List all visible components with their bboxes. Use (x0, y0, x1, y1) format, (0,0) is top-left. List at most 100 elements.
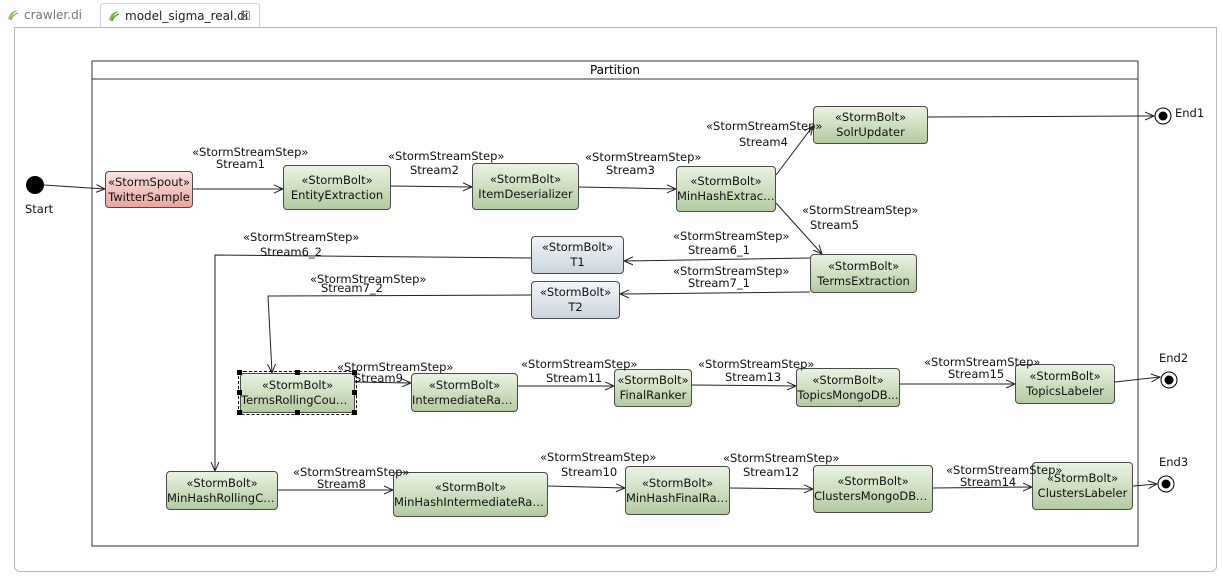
edge-label-stream2: Stream2 (410, 163, 459, 177)
node-stereotype: «StormBolt» (489, 171, 562, 186)
node-name: MinHashRollingCo... (167, 490, 278, 505)
node-topics-labeler[interactable]: «StormBolt» TopicsLabeler (1015, 364, 1115, 404)
edge-label-stereotype: «StormStreamStep» (946, 463, 1063, 477)
edge-label-stereotype: «StormStreamStep» (521, 357, 638, 371)
node-name: EntityExtraction (290, 187, 384, 202)
edge-label-stereotype: «StormStreamStep» (802, 203, 919, 217)
node-stereotype: «StormBolt» (539, 285, 612, 299)
end1-node (1154, 107, 1172, 125)
edge-label-stream15: Stream15 (948, 367, 1005, 381)
resize-handle[interactable] (352, 370, 357, 375)
edge-label-stereotype: «StormStreamStep» (192, 145, 309, 159)
resize-handle[interactable] (352, 390, 357, 395)
node-stereotype: «StormBolt» (834, 110, 907, 124)
edge-stream7_2 (268, 294, 532, 373)
node-stereotype: «StormBolt» (617, 373, 689, 387)
papyrus-logo-icon (8, 10, 19, 21)
node-minhash-extraction[interactable]: «StormBolt» MinHashExtraction (676, 166, 776, 212)
node-name: TopicsMongoDB... (797, 387, 899, 402)
node-entity-extraction[interactable]: «StormBolt» EntityExtraction (283, 165, 391, 210)
edge-stream12 (729, 488, 813, 489)
edge-label-stereotype: «StormStreamStep» (698, 357, 815, 371)
node-minhash-final[interactable]: «StormBolt» MinHashFinalRan... (625, 466, 730, 515)
node-stereotype: «StormBolt» (812, 372, 884, 387)
edge-topics-end2 (1114, 377, 1160, 383)
node-minhash-intermediate[interactable]: «StormBolt» MinHashIntermediateRanker (393, 472, 548, 517)
node-name: ClustersLabeler (1037, 486, 1128, 500)
node-stereotype: «StormBolt» (434, 479, 507, 494)
edge-label-stereotype: «StormStreamStep» (585, 150, 702, 164)
edge-label-stream1: Stream1 (216, 157, 265, 171)
node-stereotype: «StormBolt» (428, 377, 501, 392)
node-name: T2 (568, 300, 583, 314)
node-stereotype: «StormSpout» (107, 174, 191, 189)
edge-stream13 (691, 385, 796, 386)
resize-handle[interactable] (352, 410, 357, 415)
node-topics-mongo[interactable]: «StormBolt» TopicsMongoDB... (796, 368, 900, 407)
edge-label-stereotype: «StormStreamStep» (706, 119, 823, 133)
node-clusters-labeler[interactable]: «StormBolt» ClustersLabeler (1032, 462, 1133, 510)
edge-stream9 (354, 382, 411, 383)
node-name: IntermediateRanker (412, 392, 518, 407)
resize-handle[interactable] (295, 410, 300, 415)
edge-stream3 (578, 187, 676, 189)
node-twitter-sample[interactable]: «StormSpout» TwitterSample (105, 171, 193, 208)
node-terms-extraction[interactable]: «StormBolt» TermsExtraction (810, 254, 917, 293)
edge-label-stream11: Stream11 (546, 371, 603, 385)
node-name: MinHashFinalRan... (626, 490, 730, 505)
start-label: Start (25, 202, 54, 216)
editor-tab-bar: crawler.di model_sigma_real.di ☒ (0, 0, 1222, 28)
node-name: FinalRanker (619, 388, 687, 402)
node-clusters-mongo[interactable]: «StormBolt» ClustersMongoDBW... (813, 465, 933, 513)
node-name: MinHashExtraction (677, 189, 776, 203)
node-stereotype: «StormBolt» (1046, 471, 1119, 485)
tab-model-sigma-real[interactable]: model_sigma_real.di ☒ (100, 3, 260, 27)
node-stereotype: «StormBolt» (541, 240, 614, 254)
node-name: T1 (570, 255, 585, 269)
edge-label-stereotype: «StormStreamStep» (388, 149, 505, 163)
node-name: TwitterSample (108, 189, 190, 204)
node-name: TermsRollingCounter (241, 393, 355, 407)
edge-label-stream7_1: Stream7_1 (688, 276, 750, 290)
node-item-deserializer[interactable]: «StormBolt» ItemDeserializer (472, 163, 579, 210)
edge-label-stream9: Stream9 (354, 371, 403, 385)
edge-solr-end1 (927, 116, 1154, 117)
resize-handle[interactable] (295, 370, 300, 375)
edge-label-stream6_1: Stream6_1 (688, 243, 750, 257)
node-stereotype: «StormBolt» (837, 474, 909, 488)
node-stereotype: «StormBolt» (186, 475, 258, 490)
edge-label-stereotype: «StormStreamStep» (673, 229, 790, 243)
end2-label: End2 (1159, 351, 1189, 365)
node-t1[interactable]: «StormBolt» T1 (531, 236, 624, 274)
edge-label-stream3: Stream3 (606, 163, 655, 177)
edge-label-stream14: Stream14 (960, 475, 1017, 489)
node-stereotype: «StormBolt» (261, 378, 334, 392)
edge-stream10 (547, 486, 625, 488)
tab-crawler[interactable]: crawler.di (0, 3, 98, 27)
close-icon[interactable]: ☒ (240, 9, 251, 23)
edge-label-stream8: Stream8 (317, 477, 366, 491)
node-stereotype: «StormBolt» (827, 258, 900, 273)
node-name: ItemDeserializer (478, 186, 573, 201)
edge-stream2 (390, 186, 472, 187)
edge-label-stream12: Stream12 (743, 465, 800, 479)
edge-stream4 (775, 126, 813, 176)
edge-label-stream6_2: Stream6_2 (260, 245, 322, 259)
edge-label-stream10: Stream10 (561, 465, 618, 479)
node-intermediate-ranker[interactable]: «StormBolt» IntermediateRanker (411, 373, 518, 412)
node-terms-rolling-counter[interactable]: «StormBolt» TermsRollingCounter (238, 371, 357, 415)
node-minhash-rolling[interactable]: «StormBolt» MinHashRollingCo... (166, 471, 278, 510)
partition-frame (91, 60, 1139, 547)
resize-handle[interactable] (237, 370, 242, 375)
edge-label-stereotype: «StormStreamStep» (337, 360, 454, 374)
edge-label-stream13: Stream13 (725, 370, 782, 384)
node-solr-updater[interactable]: «StormBolt» SolrUpdater (813, 106, 928, 144)
node-final-ranker[interactable]: «StormBolt» FinalRanker (614, 369, 692, 407)
resize-handle[interactable] (237, 390, 242, 395)
edge-start-twitter (43, 185, 105, 189)
edge-stream14 (932, 487, 1032, 488)
node-t2[interactable]: «StormBolt» T2 (531, 281, 620, 319)
node-name: TopicsLabeler (1026, 384, 1104, 398)
resize-handle[interactable] (237, 410, 242, 415)
edge-stream5 (775, 202, 822, 254)
